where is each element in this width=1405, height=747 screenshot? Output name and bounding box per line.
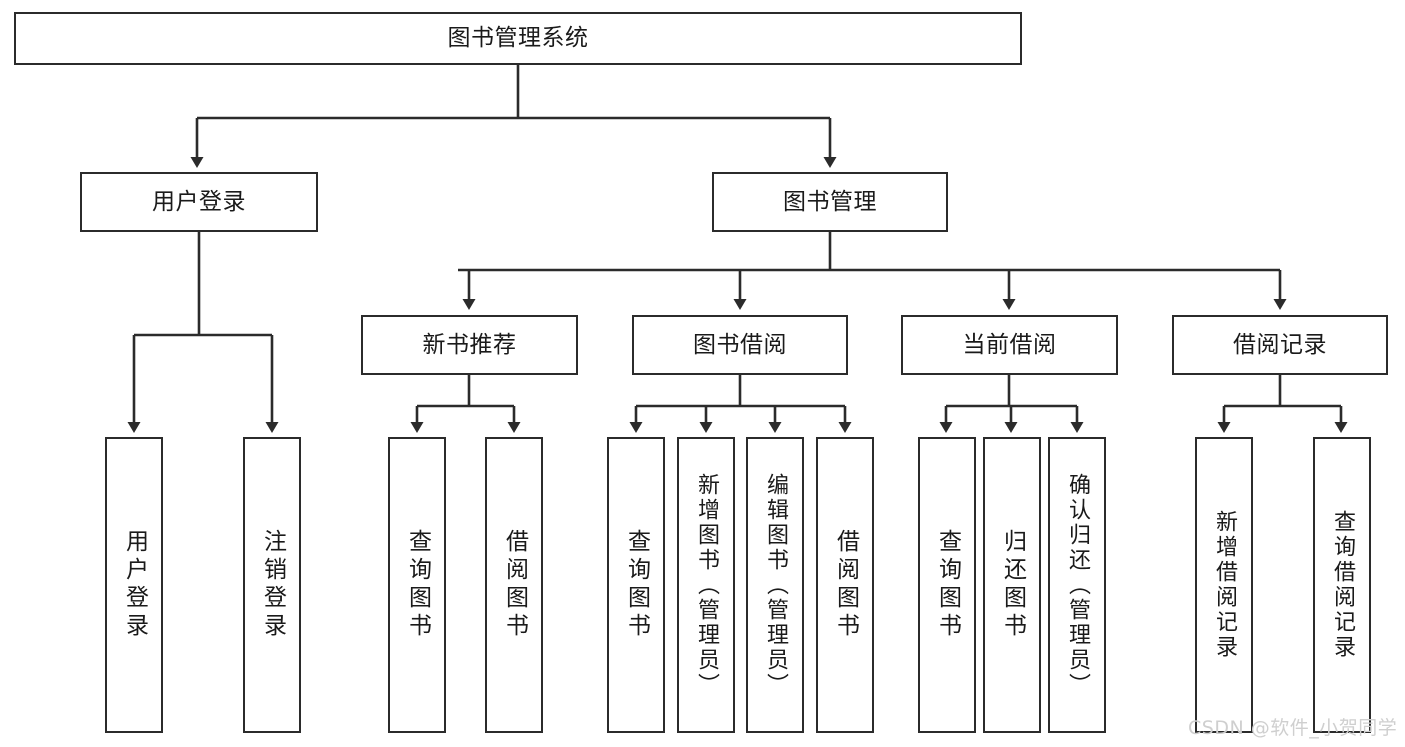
leaf-label: 用户登录	[121, 529, 148, 641]
node-new-book-recommend[interactable]: 新书推荐	[361, 315, 578, 375]
leaf-label: 确认归还（管理员）	[1065, 472, 1090, 698]
node-label: 新书推荐	[422, 331, 517, 358]
node-label: 图书管理	[783, 188, 877, 215]
leaf-label: 编辑图书（管理员）	[763, 472, 788, 698]
leaf-label: 查询借阅记录	[1330, 510, 1355, 660]
leaf-label: 借阅图书	[501, 529, 528, 641]
leaf-new-book-query-books[interactable]: 查询图书	[388, 437, 446, 733]
leaf-record-add-borrow-record[interactable]: 新增借阅记录	[1195, 437, 1253, 733]
leaf-borrow-query-books[interactable]: 查询图书	[607, 437, 665, 733]
node-label: 当前借阅	[962, 331, 1057, 358]
leaf-label: 查询图书	[623, 529, 650, 641]
leaf-label: 借阅图书	[832, 529, 859, 641]
leaf-new-book-borrow-books[interactable]: 借阅图书	[485, 437, 543, 733]
leaf-logout[interactable]: 注销登录	[243, 437, 301, 733]
leaf-label: 注销登录	[259, 529, 286, 641]
leaf-label: 归还图书	[999, 529, 1026, 641]
leaf-borrow-add-book-admin[interactable]: 新增图书（管理员）	[677, 437, 735, 733]
leaf-borrow-edit-book-admin[interactable]: 编辑图书（管理员）	[746, 437, 804, 733]
node-label: 借阅记录	[1233, 331, 1327, 358]
leaf-label: 查询图书	[404, 529, 431, 641]
node-book-management[interactable]: 图书管理	[712, 172, 948, 232]
node-root-book-management-system[interactable]: 图书管理系统	[14, 12, 1022, 65]
leaf-current-query-books[interactable]: 查询图书	[918, 437, 976, 733]
leaf-label: 查询图书	[934, 529, 961, 641]
leaf-borrow-borrow-books[interactable]: 借阅图书	[816, 437, 874, 733]
node-label: 用户登录	[152, 188, 246, 215]
leaf-record-query-borrow-record[interactable]: 查询借阅记录	[1313, 437, 1371, 733]
leaf-label: 新增借阅记录	[1212, 510, 1237, 660]
node-borrow-record[interactable]: 借阅记录	[1172, 315, 1388, 375]
node-label: 图书借阅	[693, 331, 787, 358]
leaf-label: 新增图书（管理员）	[694, 472, 719, 698]
node-book-borrow[interactable]: 图书借阅	[632, 315, 848, 375]
leaf-user-login[interactable]: 用户登录	[105, 437, 163, 733]
node-user-login[interactable]: 用户登录	[80, 172, 318, 232]
leaf-current-return-books[interactable]: 归还图书	[983, 437, 1041, 733]
node-current-borrow[interactable]: 当前借阅	[901, 315, 1118, 375]
node-label: 图书管理系统	[447, 25, 589, 52]
leaf-current-confirm-return-admin[interactable]: 确认归还（管理员）	[1048, 437, 1106, 733]
